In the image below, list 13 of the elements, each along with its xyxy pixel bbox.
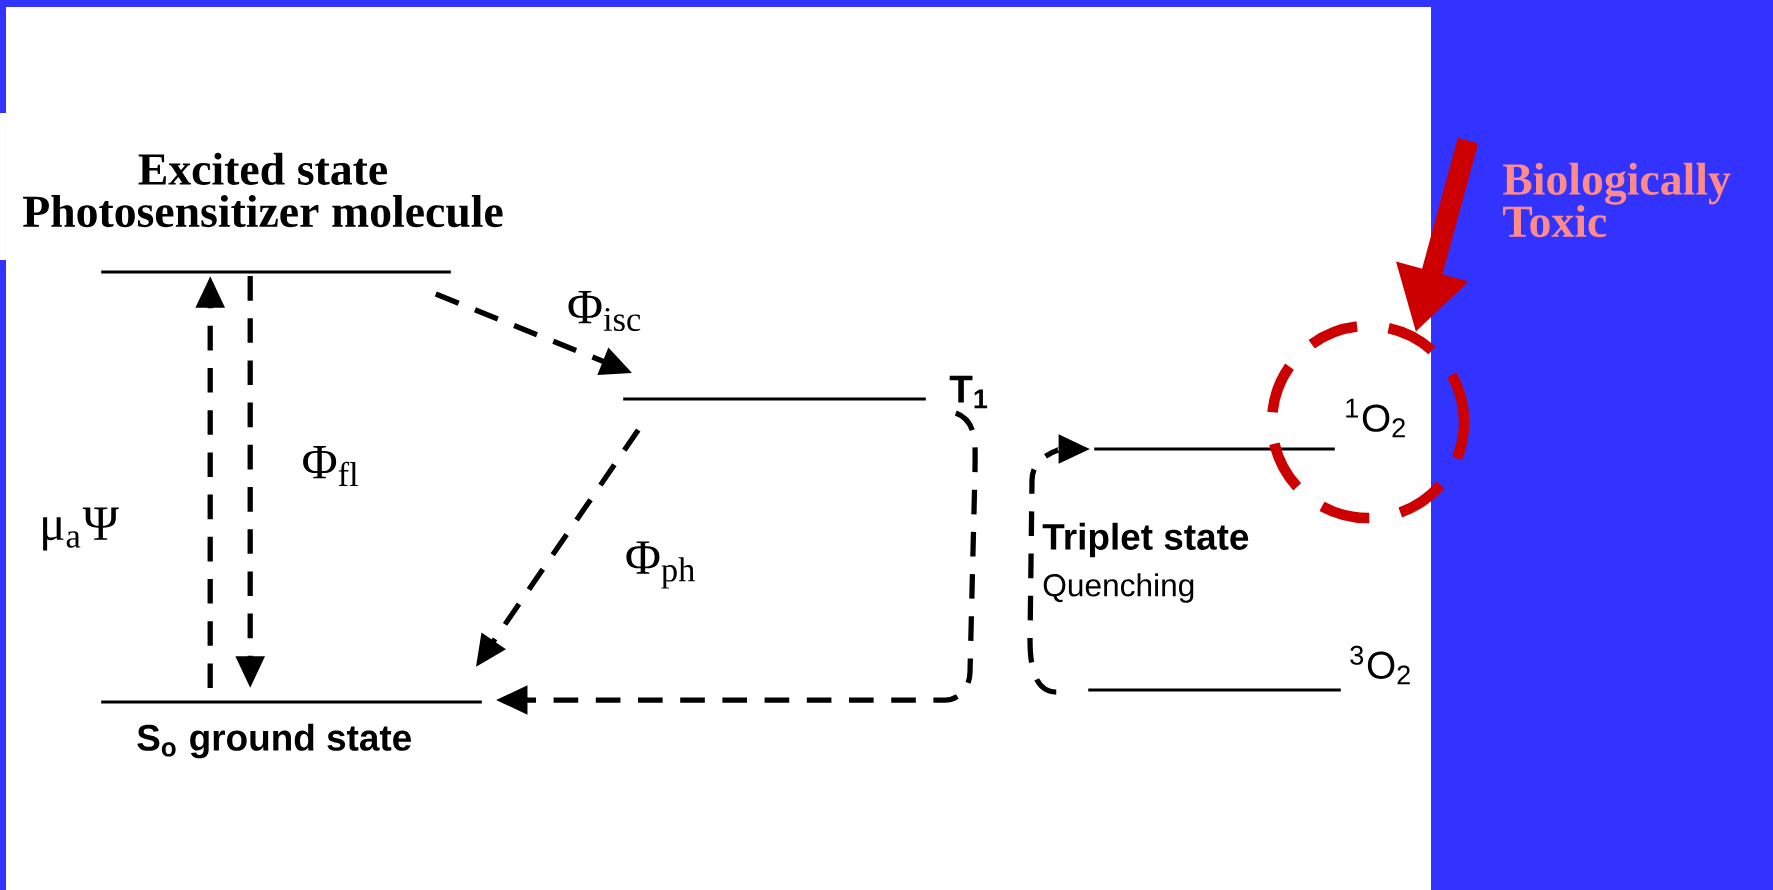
annotation-text: Triplet state xyxy=(1042,522,1249,558)
energy-level: $^{1}$O$_{2}$ xyxy=(1094,398,1405,451)
energy-level: T$_{1}$ xyxy=(623,375,988,409)
annotation-text: Biologically Toxic xyxy=(1502,162,1731,238)
edge-label: μ$_{a}$Ψ xyxy=(43,507,119,551)
edge-label: Φ$_{isc}$ xyxy=(568,290,641,332)
highlight-circle xyxy=(1266,320,1470,524)
energy-level: $^{3}$O$_{2}$ xyxy=(1088,645,1410,692)
annotation-text: Quenching xyxy=(1043,573,1194,603)
edge-label: Φ$_{ph}$ xyxy=(626,541,695,589)
energy-level: S$_{o}$ ground state xyxy=(101,700,482,759)
energy-level: Excited state Photosensitizer molecule xyxy=(23,152,503,274)
edge-label: Φ$_{fl}$ xyxy=(303,446,358,486)
